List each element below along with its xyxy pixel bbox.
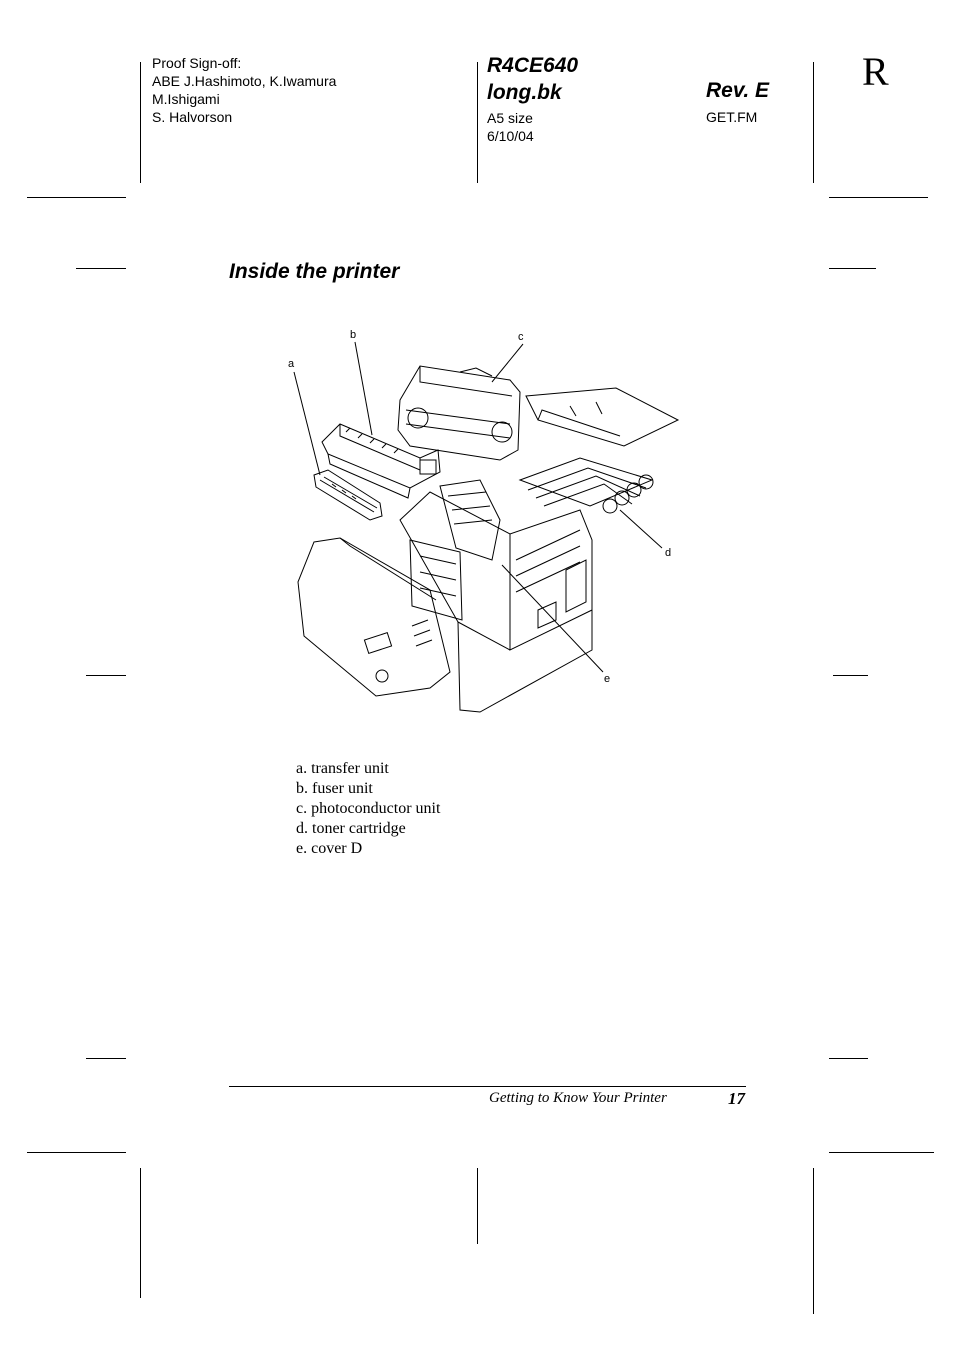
- crop-mark-top-left-vertical: [140, 62, 141, 183]
- crop-mark-top-center-vertical: [477, 62, 478, 183]
- revision-label: Rev. E: [706, 79, 770, 102]
- crop-mark-bottom-left-horizontal: [27, 1152, 126, 1153]
- corner-letter: R: [862, 49, 889, 94]
- leader-line-e: [501, 564, 604, 673]
- transfer-unit-drawing: [313, 469, 383, 521]
- trim-mark-right-upper: [829, 268, 876, 269]
- top-cover-panel-drawing: [525, 387, 680, 447]
- crop-mark-top-right-vertical: [813, 62, 814, 183]
- section-title: Inside the printer: [229, 260, 400, 283]
- printer-body-drawing: [399, 479, 593, 713]
- proof-signoff-line: Proof Sign-off:: [152, 55, 242, 71]
- crop-mark-bottom-center-vertical: [477, 1168, 478, 1244]
- legend-item-cover-d: e. cover D: [296, 840, 363, 857]
- figure-legend: a. transfer unit b. fuser unit c. photoc…: [296, 759, 440, 859]
- doc-code: R4CE640: [487, 54, 579, 77]
- leader-line-c: [491, 343, 524, 383]
- proof-signoff-block: Proof Sign-off: ABE J.Hashimoto, K.Iwamu…: [152, 54, 336, 126]
- photoconductor-unit-drawing: [397, 365, 521, 461]
- document-meta: A5 size 6/10/04: [487, 109, 534, 145]
- trim-mark-left-upper: [76, 268, 126, 269]
- callout-label-e: e: [604, 673, 610, 685]
- crop-mark-bottom-left-vertical: [140, 1168, 141, 1298]
- crop-mark-top-left-horizontal: [27, 197, 126, 198]
- file-name: GET.FM: [706, 109, 758, 125]
- crop-mark-bottom-right-vertical: [813, 1168, 814, 1314]
- proof-signoff-line: M.Ishigami: [152, 91, 220, 107]
- crop-mark-top-right-horizontal: [829, 197, 928, 198]
- legend-item-toner-cartridge: d. toner cartridge: [296, 820, 406, 837]
- leader-line-a: [293, 371, 321, 476]
- legend-item-photoconductor-unit: c. photoconductor unit: [296, 800, 441, 817]
- crop-mark-bottom-right-horizontal: [829, 1152, 934, 1153]
- front-cover-drawing: [297, 537, 451, 697]
- leader-line-b: [354, 341, 373, 436]
- callout-label-c: c: [518, 331, 524, 343]
- leader-line-d: [619, 509, 663, 549]
- callout-label-a: a: [288, 358, 295, 370]
- trim-mark-left-middle: [86, 675, 126, 676]
- proof-signoff-line: S. Halvorson: [152, 109, 233, 125]
- proof-signoff-line: ABE J.Hashimoto, K.Iwamura: [152, 73, 337, 89]
- fuser-unit-drawing: [321, 423, 441, 499]
- document-date: 6/10/04: [487, 128, 534, 144]
- toner-cartridges-drawing: [518, 457, 654, 514]
- trim-mark-right-lower: [829, 1058, 868, 1059]
- printer-illustration: a b c d e: [288, 329, 680, 713]
- legend-item-fuser-unit: b. fuser unit: [296, 780, 373, 797]
- document-id-block: R4CE640 long.bk: [487, 52, 578, 106]
- trim-mark-left-lower: [86, 1058, 126, 1059]
- callout-label-d: d: [665, 547, 671, 559]
- trim-mark-right-middle: [833, 675, 868, 676]
- book-name: long.bk: [487, 81, 562, 104]
- footer-chapter-title: Getting to Know Your Printer: [489, 1090, 667, 1106]
- page-number: 17: [728, 1089, 745, 1108]
- page-size: A5 size: [487, 110, 533, 126]
- footer-rule: [229, 1086, 746, 1087]
- legend-item-transfer-unit: a. transfer unit: [296, 760, 389, 777]
- callout-label-b: b: [350, 329, 356, 341]
